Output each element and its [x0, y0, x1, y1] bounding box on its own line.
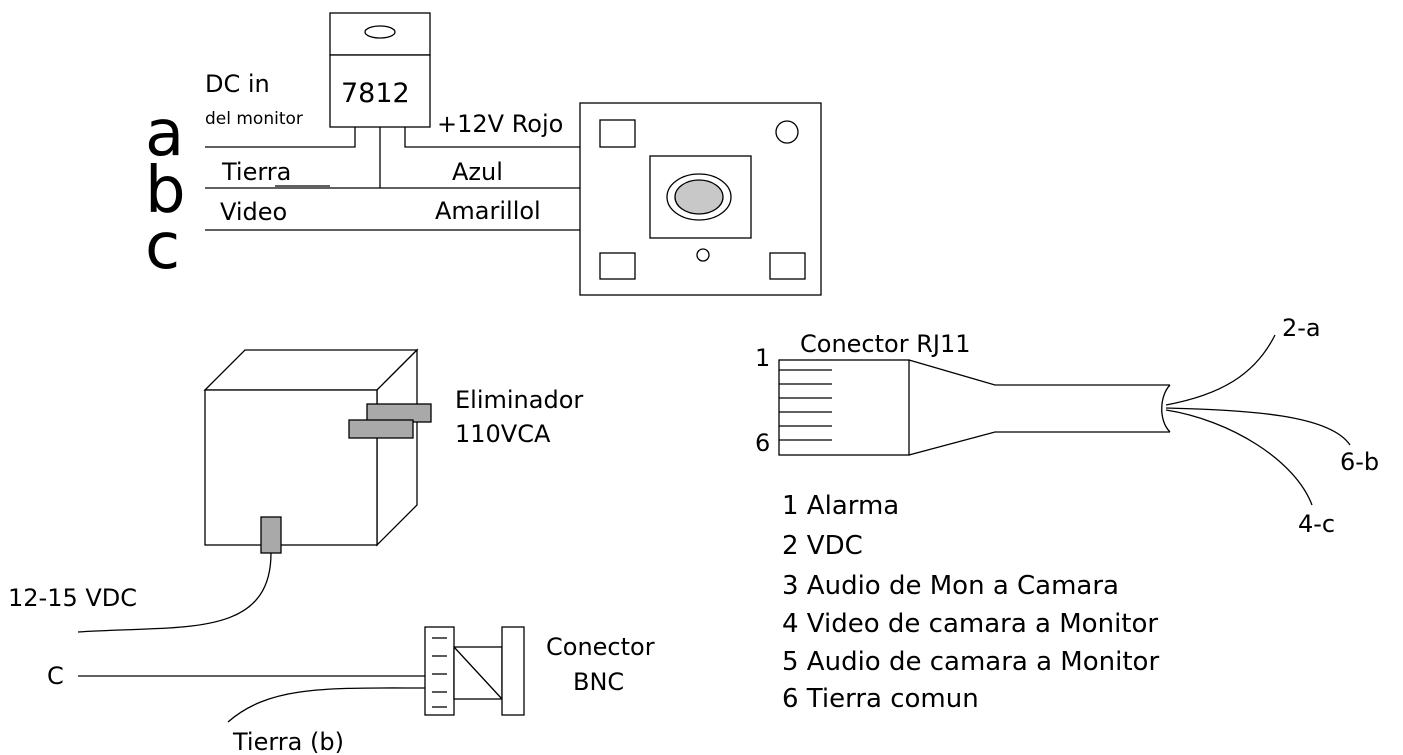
rj11-wire-2a — [1165, 334, 1276, 406]
110vca-label: 110VCA — [455, 420, 551, 448]
letter-b: b — [145, 154, 186, 228]
rj11-pin-first: 1 — [755, 344, 770, 372]
rj11-pin-last: 6 — [755, 429, 770, 457]
dc-in-label: DC in — [205, 70, 270, 98]
board-mount-hole-top-right — [775, 120, 799, 144]
regulator-tab — [329, 12, 431, 56]
letter-c: c — [145, 210, 180, 284]
c-label: C — [47, 662, 64, 690]
amarillo-label: Amarillol — [435, 197, 541, 225]
pinout-item-4: 4 Video de camara a Monitor — [782, 609, 1158, 639]
wire-label-6b: 6-b — [1340, 448, 1379, 476]
camera-lens-icon — [674, 179, 724, 215]
bnc-pin-block — [424, 626, 455, 716]
adapter-dc-plug — [260, 516, 282, 554]
regulator-pin-out — [404, 127, 580, 148]
pinout-item-5: 5 Audio de camara a Monitor — [782, 647, 1159, 677]
del-monitor-label: del monitor — [205, 109, 303, 129]
rj11-cable-end — [1161, 384, 1171, 433]
plus12-rojo-label: +12V Rojo — [437, 110, 563, 138]
adapter-prong-upper — [366, 403, 432, 423]
bnc-body-diagonal — [453, 646, 503, 700]
bnc-conector-label: Conector — [546, 633, 655, 661]
adapter-output-cable — [77, 552, 272, 633]
board-pad-bottom-left — [599, 252, 636, 280]
adapter-front-face — [204, 389, 378, 546]
power-section: Eliminador 110VCA 12-15 VDC C Tierra (b)… — [8, 348, 655, 755]
rj11-title: Conector RJ11 — [800, 330, 971, 358]
board-pad-top-left — [599, 119, 636, 148]
regulator-label: 7812 — [341, 78, 410, 109]
adapter-prong-lower — [348, 419, 414, 439]
bnc-flange — [501, 626, 525, 716]
rj11-plug-body — [778, 359, 910, 456]
board-small-hole — [696, 248, 710, 262]
rj11-wire-6b — [1165, 407, 1351, 446]
rj11-wire-4c — [1165, 409, 1313, 506]
tierra-b-label: Tierra (b) — [232, 728, 344, 755]
board-pad-bottom-right — [769, 252, 806, 280]
wire-label-4c: 4-c — [1298, 510, 1335, 538]
camera-lens-outer — [666, 173, 732, 221]
eliminador-label: Eliminador — [455, 386, 583, 414]
camera-wiring: 7812 DC in del monitor +12V Rojo Tierra … — [145, 12, 822, 296]
wire-tierra-b — [227, 687, 426, 723]
azul-label: Azul — [452, 158, 503, 186]
pinout-item-3: 3 Audio de Mon a Camara — [782, 571, 1119, 601]
rj11-section: Conector RJ11 1 6 2-a 6-b 4-c 1 Alarma 2… — [755, 314, 1379, 714]
video-label: Video — [220, 198, 287, 226]
letter-a: a — [145, 97, 184, 171]
wire-label-2a: 2-a — [1282, 314, 1321, 342]
regulator-pin-in — [205, 127, 356, 148]
pinout-item-1: 1 Alarma — [782, 491, 899, 521]
pinout-item-2: 2 VDC — [782, 531, 863, 561]
pinout-item-6: 6 Tierra comun — [782, 684, 979, 714]
regulator-mounting-hole — [364, 25, 396, 39]
rj11-boot — [908, 359, 1170, 456]
vdc-label: 12-15 VDC — [8, 584, 137, 612]
tierra-label: Tierra — [221, 158, 291, 186]
bnc-label: BNC — [573, 668, 624, 696]
